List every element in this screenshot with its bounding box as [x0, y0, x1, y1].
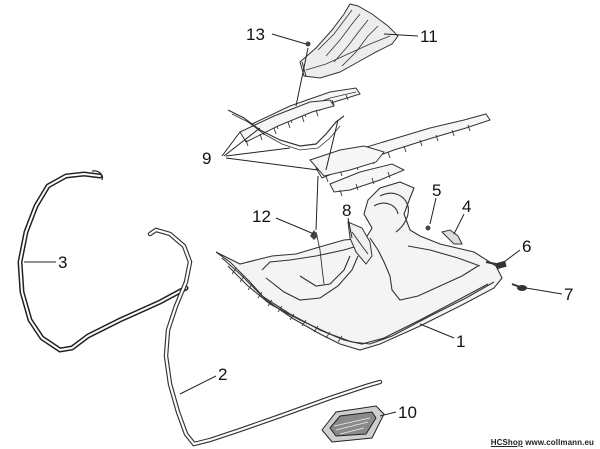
- leader-9c: [225, 147, 291, 157]
- callout-3: 3: [58, 253, 67, 272]
- leader-12: [275, 217, 315, 235]
- callout-6: 6: [522, 237, 531, 256]
- part-10-mat: [322, 406, 384, 442]
- leader-5: [429, 197, 437, 225]
- leader-6: [503, 249, 521, 263]
- leader-10: [379, 411, 397, 417]
- callout-4: 4: [462, 197, 471, 216]
- part-8-side-piece: [348, 222, 372, 264]
- credit-prefix: HCShop: [490, 438, 523, 447]
- part-4-bracket: [441, 229, 463, 245]
- credit-watermark: HCShop www.collmann.eu: [491, 438, 594, 447]
- leader-1: [419, 323, 455, 339]
- leader-7: [525, 287, 563, 295]
- callouts: 1 2 3 4 5 6 7 8 9 10 11 12 13: [58, 25, 573, 422]
- callout-1: 1: [456, 332, 465, 351]
- leader-11: [383, 33, 419, 37]
- leader-4: [453, 213, 465, 235]
- part-2-trim-strip: [150, 230, 380, 444]
- part-13-screw: [305, 41, 311, 47]
- part-3-edge-seal: [20, 171, 186, 350]
- leader-9b: [223, 127, 261, 157]
- callout-13: 13: [246, 25, 265, 44]
- part-7-screw: [511, 283, 527, 291]
- callout-12: 12: [252, 207, 271, 226]
- leader-8: [347, 217, 353, 239]
- part-6-screw: [485, 260, 507, 270]
- leader-lines: [24, 33, 563, 417]
- callout-11: 11: [420, 27, 438, 46]
- callout-9: 9: [202, 149, 211, 168]
- leader-9a: [221, 131, 241, 157]
- callout-8: 8: [342, 201, 351, 220]
- callout-7: 7: [564, 285, 573, 304]
- leader-guide-mid: [315, 175, 319, 231]
- callout-5: 5: [432, 181, 441, 200]
- credit-site: www.collmann.eu: [525, 438, 594, 447]
- part-9-strips: [228, 88, 490, 196]
- callout-10: 10: [398, 403, 417, 422]
- leader-13: [271, 33, 307, 45]
- leader-guide-top: [295, 47, 309, 107]
- leader-2: [179, 375, 217, 395]
- callout-2: 2: [218, 365, 227, 384]
- part-5-clip: [425, 225, 431, 231]
- part-12-clip: [310, 230, 318, 240]
- part-11-top-cover: [300, 4, 398, 78]
- leader-guide-right: [325, 119, 339, 171]
- leader-9d: [225, 157, 319, 171]
- part-1-floor-panel: [216, 182, 502, 350]
